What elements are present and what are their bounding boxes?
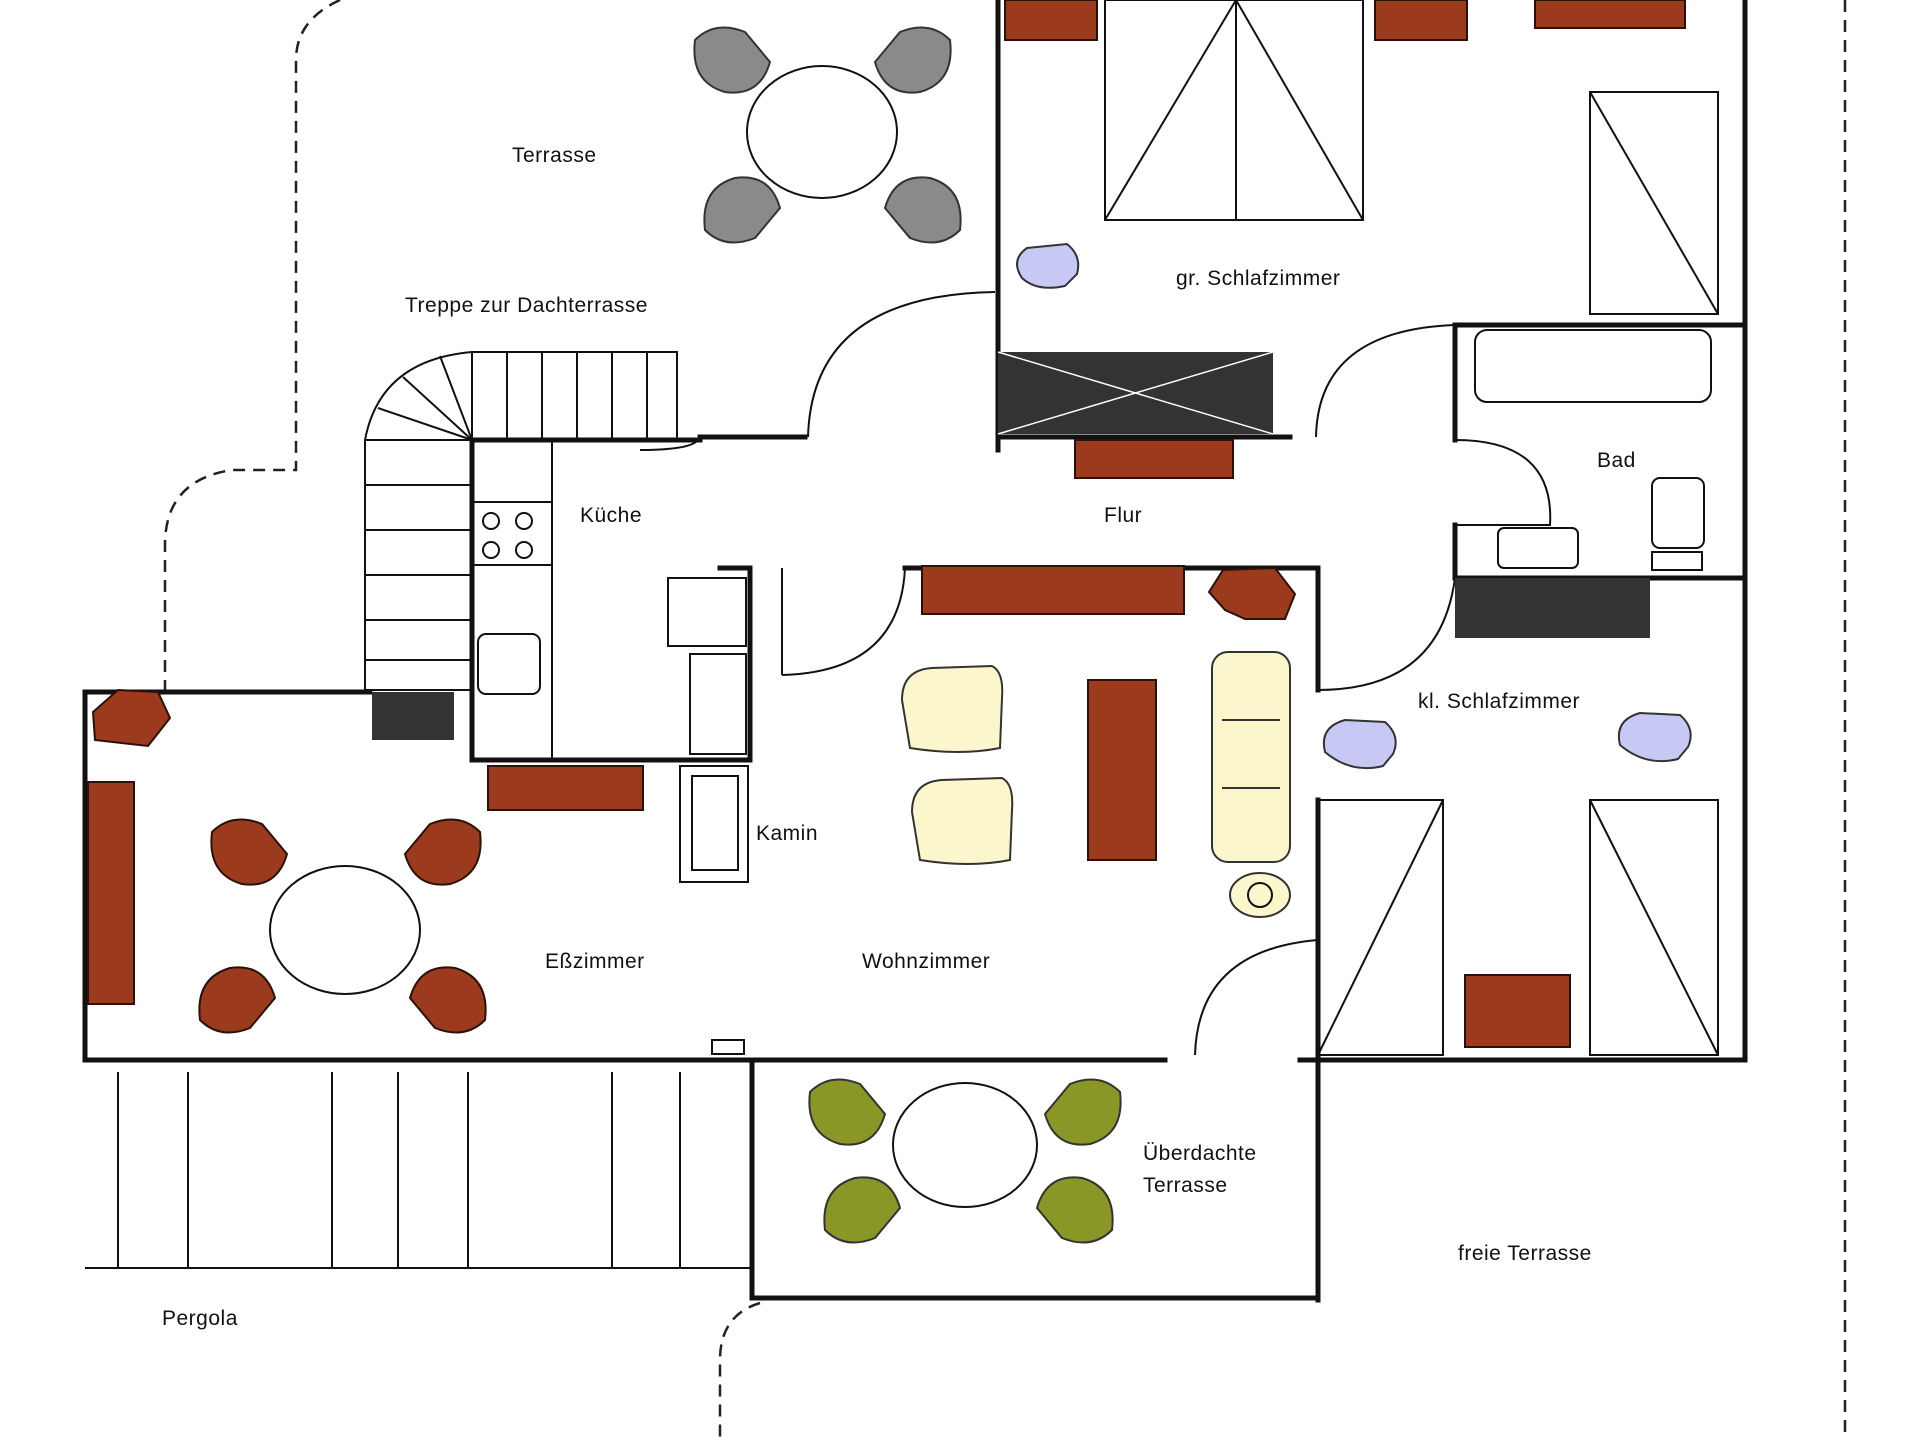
label-ueberdachte-2: Terrasse [1143,1174,1228,1197]
label-esszimmer: Eßzimmer [545,950,645,973]
bathroom-fixtures [1455,329,1712,638]
label-kueche: Küche [580,504,642,527]
label-treppe: Treppe zur Dachterrasse [405,294,648,317]
pergola [85,1039,752,1269]
label-ueberdachte-1: Überdachte [1143,1142,1257,1165]
label-terrasse: Terrasse [512,144,597,167]
label-wohnzimmer: Wohnzimmer [862,950,990,973]
room-labels: Terrasse Treppe zur Dachterrasse gr. Sch… [162,144,1636,1330]
big-bedroom-furniture [997,0,1719,479]
door-swings [639,291,1552,1056]
label-pergola: Pergola [162,1307,238,1330]
small-bedroom-furniture [1317,711,1719,1056]
terrace-table-set [693,26,962,244]
label-kamin: Kamin [756,822,818,845]
label-freie-terrasse: freie Terrasse [1458,1242,1592,1265]
living-room-furniture [900,565,1297,918]
covered-terrace-table-set [808,1078,1122,1244]
label-bad: Bad [1597,449,1636,472]
kitchen-fixtures [472,440,749,883]
label-flur: Flur [1104,504,1142,527]
property-boundary [163,0,1847,1440]
staircase [364,351,678,740]
dining-room-furniture [87,688,487,1034]
label-gr-schlafzimmer: gr. Schlafzimmer [1176,267,1340,290]
label-kl-schlafzimmer: kl. Schlafzimmer [1418,690,1580,713]
